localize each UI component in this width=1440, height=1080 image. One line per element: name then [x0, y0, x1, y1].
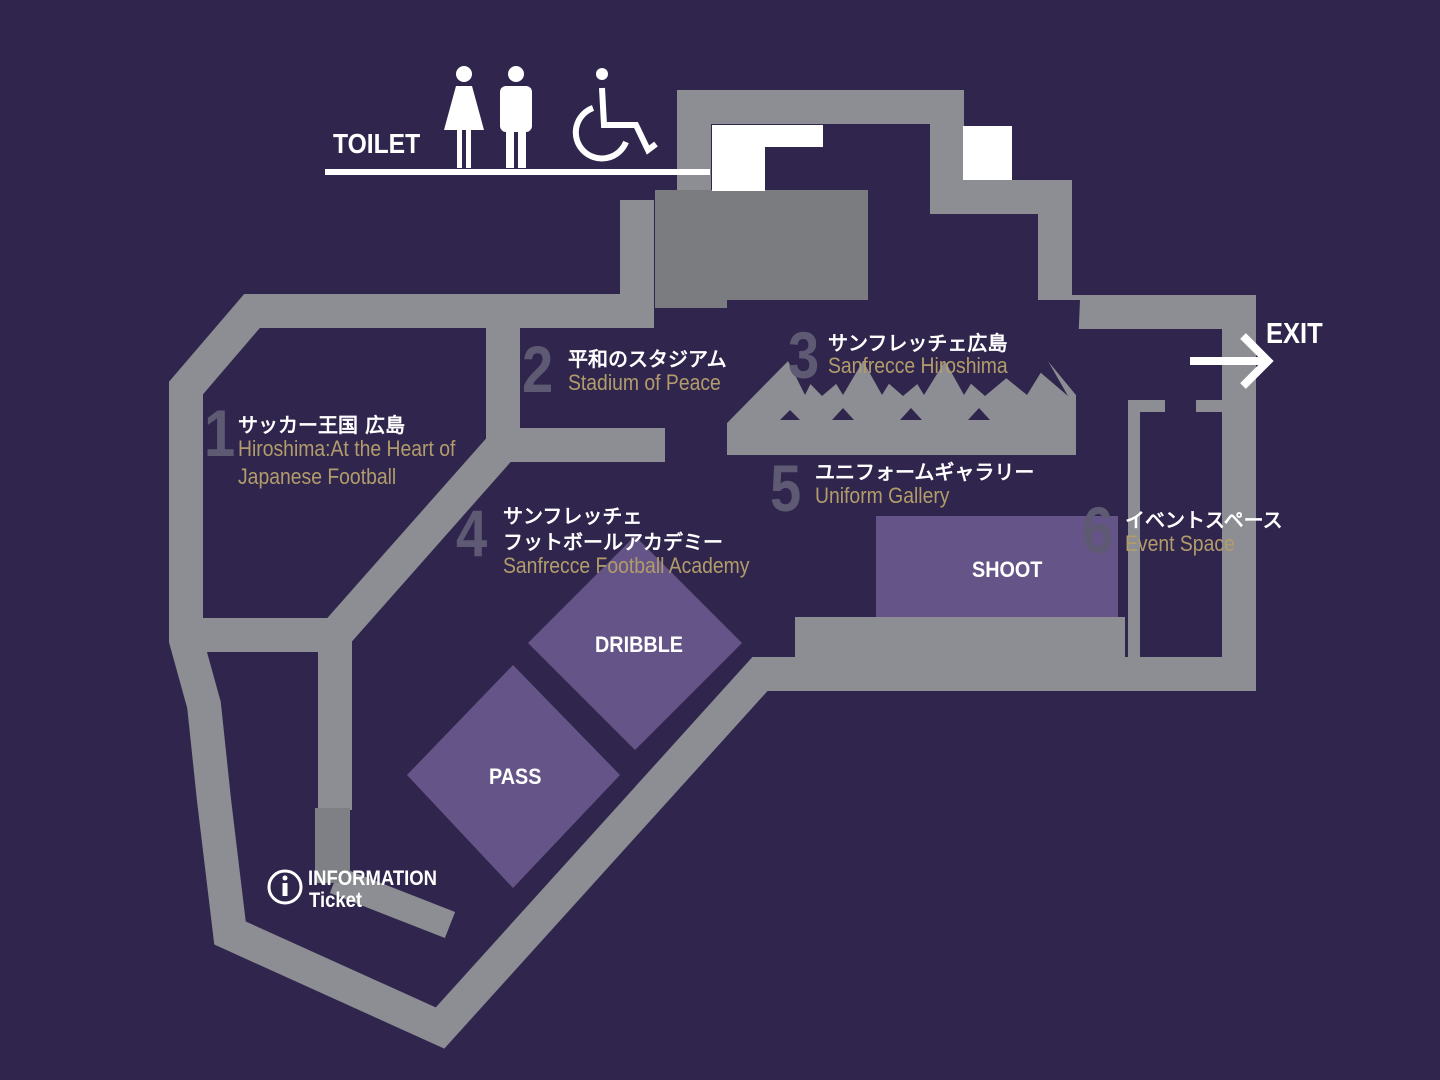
- area-jp-title: サッカー王国 広島: [238, 413, 405, 437]
- area-jp-title: サンフレッチェ: [503, 504, 643, 528]
- info-icon: [267, 869, 303, 905]
- toilet-label: TOILET: [333, 128, 421, 159]
- exit-label[interactable]: EXIT: [1266, 318, 1323, 350]
- stadium-block: [655, 190, 868, 308]
- area-number: 1: [204, 396, 236, 470]
- dribble-label: DRIBBLE: [595, 632, 684, 657]
- info-corridor: [329, 866, 456, 939]
- outer-wall-left: [169, 90, 1256, 1049]
- area-number: 2: [522, 332, 554, 406]
- area-jp-title: イベントスペース: [1125, 508, 1283, 532]
- wheelchair-icon: [572, 68, 658, 162]
- area-jp-title: 平和のスタジアム: [568, 347, 727, 371]
- shoot-zone: [876, 516, 1118, 617]
- area-jp-title: フットボールアカデミー: [503, 530, 723, 554]
- area-jp-title: ユニフォームギャラリー: [815, 460, 1035, 484]
- info-stub: [315, 808, 350, 883]
- area-en-title: Hiroshima:At the Heart of: [238, 436, 456, 461]
- ticket-label: Ticket: [309, 889, 363, 912]
- event-wall-top: [1128, 400, 1165, 412]
- shoot-base: [795, 617, 1125, 657]
- area-en-title: Event Space: [1125, 531, 1235, 556]
- area-en-title: Japanese Football: [238, 464, 397, 489]
- zigzag-top: [727, 300, 1080, 423]
- area-number: 3: [788, 318, 820, 392]
- shoot-label: SHOOT: [972, 557, 1043, 582]
- dribble-zone: [528, 536, 742, 750]
- area-jp-title: サンフレッチェ広島: [828, 331, 1008, 355]
- area-number: 4: [456, 496, 488, 570]
- pass-label: PASS: [489, 764, 542, 789]
- area-en-title: Uniform Gallery: [815, 483, 950, 508]
- white-block-2: [963, 126, 1012, 180]
- area-en-title: Sanfrecce Hiroshima: [828, 353, 1008, 378]
- information-label: INFORMATION: [308, 867, 438, 890]
- event-wall-top2: [1196, 400, 1224, 412]
- uniform-gallery-wall: [727, 361, 1076, 455]
- event-wall-left: [1128, 400, 1140, 658]
- area-number: 5: [770, 451, 802, 525]
- woman-icon: [444, 66, 484, 168]
- area-en-title: Stadium of Peace: [568, 370, 721, 395]
- area-en-title: Sanfrecce Football Academy: [503, 553, 750, 578]
- man-icon: [500, 66, 532, 168]
- inner-wall-1: [486, 311, 665, 462]
- pass-zone: [407, 665, 620, 888]
- area-number: 6: [1082, 493, 1114, 567]
- white-block-1b: [712, 125, 765, 191]
- arrow-right-icon: [1190, 333, 1274, 389]
